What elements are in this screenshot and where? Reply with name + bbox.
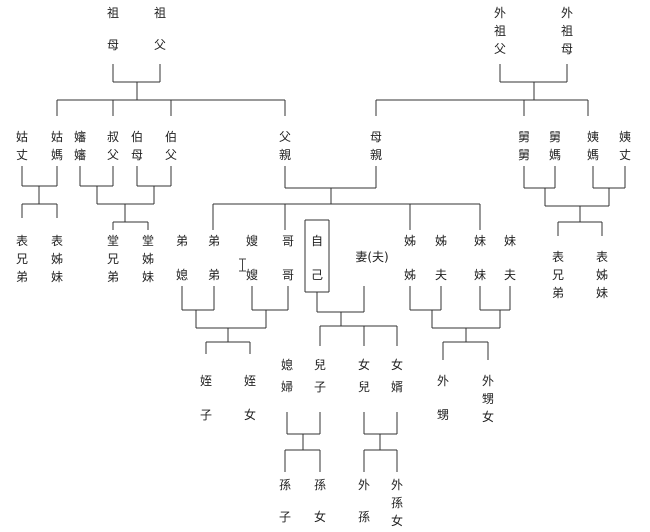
guzhang: 姑丈 bbox=[15, 130, 28, 162]
elder-brother-2: 哥 bbox=[281, 268, 294, 282]
maternal-grandfather: 外 祖 父 bbox=[493, 6, 506, 56]
spouse: 妻(夫) bbox=[355, 250, 389, 264]
yima: 姨媽 bbox=[586, 130, 599, 162]
son: 兒子 bbox=[313, 358, 326, 394]
elder-sister-husband-top: 姊 bbox=[403, 268, 416, 282]
waisun: 外孫 bbox=[357, 478, 370, 524]
elder-brother-wife: 嫂 bbox=[245, 234, 258, 248]
gumama: 姑媽 bbox=[50, 130, 63, 162]
elder-sister-husband: 夫 bbox=[434, 268, 447, 282]
maternal-grandmother: 外 祖 母 bbox=[560, 6, 573, 56]
jiujiu: 舅舅 bbox=[517, 130, 530, 162]
shenshen: 嬸嬸 bbox=[73, 130, 86, 162]
elder-sister: 姊 bbox=[403, 234, 416, 248]
zhizi: 姪子 bbox=[199, 374, 212, 422]
younger-sister-2: 妹 bbox=[503, 234, 516, 248]
paternal-grandfather: 祖 父 bbox=[153, 6, 166, 52]
biao-xiongdi-paternal: 表兄弟 bbox=[15, 234, 28, 284]
biao-xiongdi-maternal: 表兄弟 bbox=[551, 250, 564, 300]
elder-brother: 哥 bbox=[281, 234, 294, 248]
younger-brother: 弟 bbox=[175, 234, 188, 248]
sunzi: 孫子 bbox=[278, 478, 291, 524]
father: 父親 bbox=[278, 130, 291, 162]
waisheng: 外甥 bbox=[436, 374, 449, 422]
paternal-grandmother: 祖 母 bbox=[106, 6, 119, 52]
younger-brother-2: 弟 bbox=[207, 234, 220, 248]
waisunnv: 外孫女 bbox=[390, 478, 403, 528]
tang-zimei: 堂姊妹 bbox=[141, 234, 154, 284]
zhinv: 姪女 bbox=[243, 374, 256, 422]
son-in-law: 女婿 bbox=[390, 358, 403, 394]
younger-brother-label: 弟 bbox=[207, 268, 220, 282]
biao-zimei-paternal: 表姊妹 bbox=[50, 234, 63, 284]
self-top: 自 bbox=[310, 234, 323, 248]
daughter-in-law: 媳婦 bbox=[280, 358, 293, 394]
elder-sister-2: 姊 bbox=[434, 234, 447, 248]
younger-brother-wife: 媳 bbox=[175, 268, 188, 282]
waishengnv: 外甥女 bbox=[481, 374, 494, 424]
younger-sister-husband: 夫 bbox=[503, 268, 516, 282]
younger-sister-husband-top: 妹 bbox=[473, 268, 486, 282]
biao-zimei-maternal: 表姊妹 bbox=[595, 250, 608, 300]
younger-sister: 妹 bbox=[473, 234, 486, 248]
daughter: 女兒 bbox=[357, 358, 370, 394]
elder-brother-wife-2: 嫂 bbox=[245, 268, 258, 282]
bofu: 伯父 bbox=[164, 130, 177, 162]
tang-xiongdi: 堂兄弟 bbox=[106, 234, 119, 284]
jiuma: 舅媽 bbox=[548, 130, 561, 162]
sunnv: 孫女 bbox=[313, 478, 326, 524]
mother: 母親 bbox=[369, 130, 382, 162]
self-bottom: 己 bbox=[310, 268, 323, 282]
bomu: 伯母 bbox=[130, 130, 143, 162]
shufu: 叔父 bbox=[106, 130, 119, 162]
text-cursor-icon bbox=[239, 258, 246, 272]
yizhang: 姨丈 bbox=[618, 130, 631, 162]
